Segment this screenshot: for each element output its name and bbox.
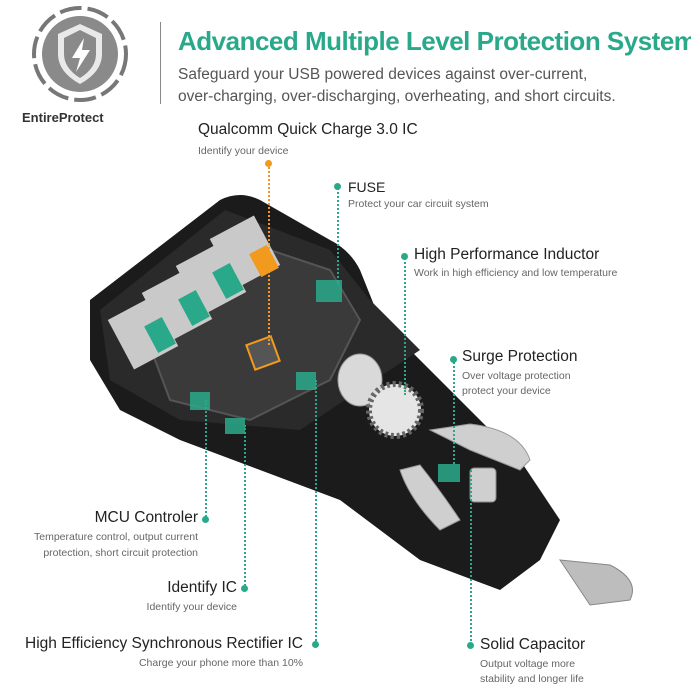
mcu-desc-1: Temperature control, output current (33, 531, 198, 543)
fuse-callout-dot (334, 183, 341, 190)
qc-callout-dot (265, 160, 272, 167)
capacitor-desc-2: stability and longer life (480, 673, 584, 685)
identify-label: Identify IC (167, 579, 237, 596)
identify-callout-dot (241, 585, 248, 592)
identify-callout-line (244, 425, 246, 590)
rectifier-callout-dot (312, 641, 319, 648)
mcu-desc-2: protection, short circuit protection (43, 547, 198, 559)
qc-desc: Identify your device (198, 145, 289, 157)
entireprotect-logo (30, 4, 130, 104)
subtitle-line-2: over-charging, over-discharging, overhea… (178, 88, 616, 105)
subtitle-line-1: Safeguard your USB powered devices again… (178, 66, 588, 83)
capacitor-callout-line (470, 470, 472, 645)
fuse-callout-line (337, 185, 339, 285)
rectifier-label: High Efficiency Synchronous Rectifier IC (25, 635, 303, 652)
brand-name: EntireProtect (22, 110, 104, 125)
capacitor-label: Solid Capacitor (480, 636, 586, 653)
identify-desc: Identify your device (146, 601, 237, 613)
mcu-callout-dot (202, 516, 209, 523)
inductor-callout-line (404, 255, 406, 395)
capacitor-desc-1: Output voltage more (480, 658, 576, 670)
inductor-desc: Work in high efficiency and low temperat… (414, 267, 618, 279)
page-title: Advanced Multiple Level Protection Syste… (178, 26, 691, 56)
mcu-label: MCU Controler (94, 509, 198, 526)
fuse-label: FUSE (348, 179, 386, 195)
capacitor-callout-dot (467, 642, 474, 649)
shield-lightning-icon (32, 6, 128, 102)
qc-label: Qualcomm Quick Charge 3.0 IC (198, 121, 418, 138)
fuse-desc: Protect your car circuit system (348, 198, 489, 210)
mcu-callout-line (205, 400, 207, 520)
surge-desc-1: Over voltage protection (462, 370, 571, 382)
rectifier-callout-line (315, 380, 317, 645)
inductor-callout-dot (401, 253, 408, 260)
surge-callout-dot (450, 356, 457, 363)
inductor-label: High Performance Inductor (414, 246, 600, 263)
surge-label: Surge Protection (462, 348, 578, 365)
qc-callout-line (268, 160, 270, 345)
surge-desc-2: protect your device (462, 385, 551, 397)
surge-callout-line (453, 358, 455, 464)
rectifier-desc: Charge your phone more than 10% (138, 657, 303, 669)
header-divider (160, 22, 161, 104)
